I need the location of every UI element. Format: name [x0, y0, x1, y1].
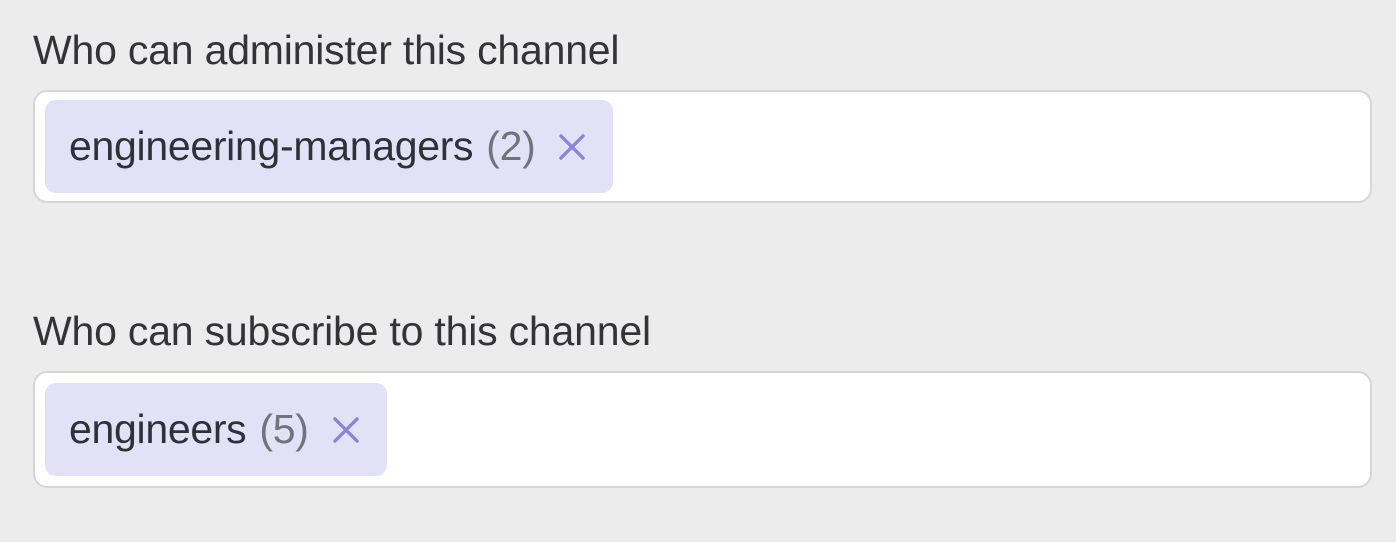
field-group-administer: Who can administer this channel engineer… [33, 24, 1372, 203]
pill-label: engineering-managers [69, 123, 474, 169]
pill-engineers[interactable]: engineers (5) [45, 383, 387, 476]
pill-label: engineers [69, 406, 247, 452]
field-group-subscribe: Who can subscribe to this channel engine… [33, 305, 1372, 488]
close-icon[interactable] [549, 124, 595, 170]
label-who-can-administer: Who can administer this channel [33, 27, 620, 73]
multiselect-administer-input[interactable]: engineering-managers (2) [33, 90, 1372, 203]
pill-engineering-managers[interactable]: engineering-managers (2) [45, 100, 614, 193]
multiselect-subscribe-input[interactable]: engineers (5) [33, 371, 1372, 488]
pill-member-count: (5) [259, 406, 309, 452]
pill-member-count: (2) [486, 123, 536, 169]
label-who-can-subscribe: Who can subscribe to this channel [33, 308, 651, 354]
close-icon[interactable] [323, 407, 369, 453]
